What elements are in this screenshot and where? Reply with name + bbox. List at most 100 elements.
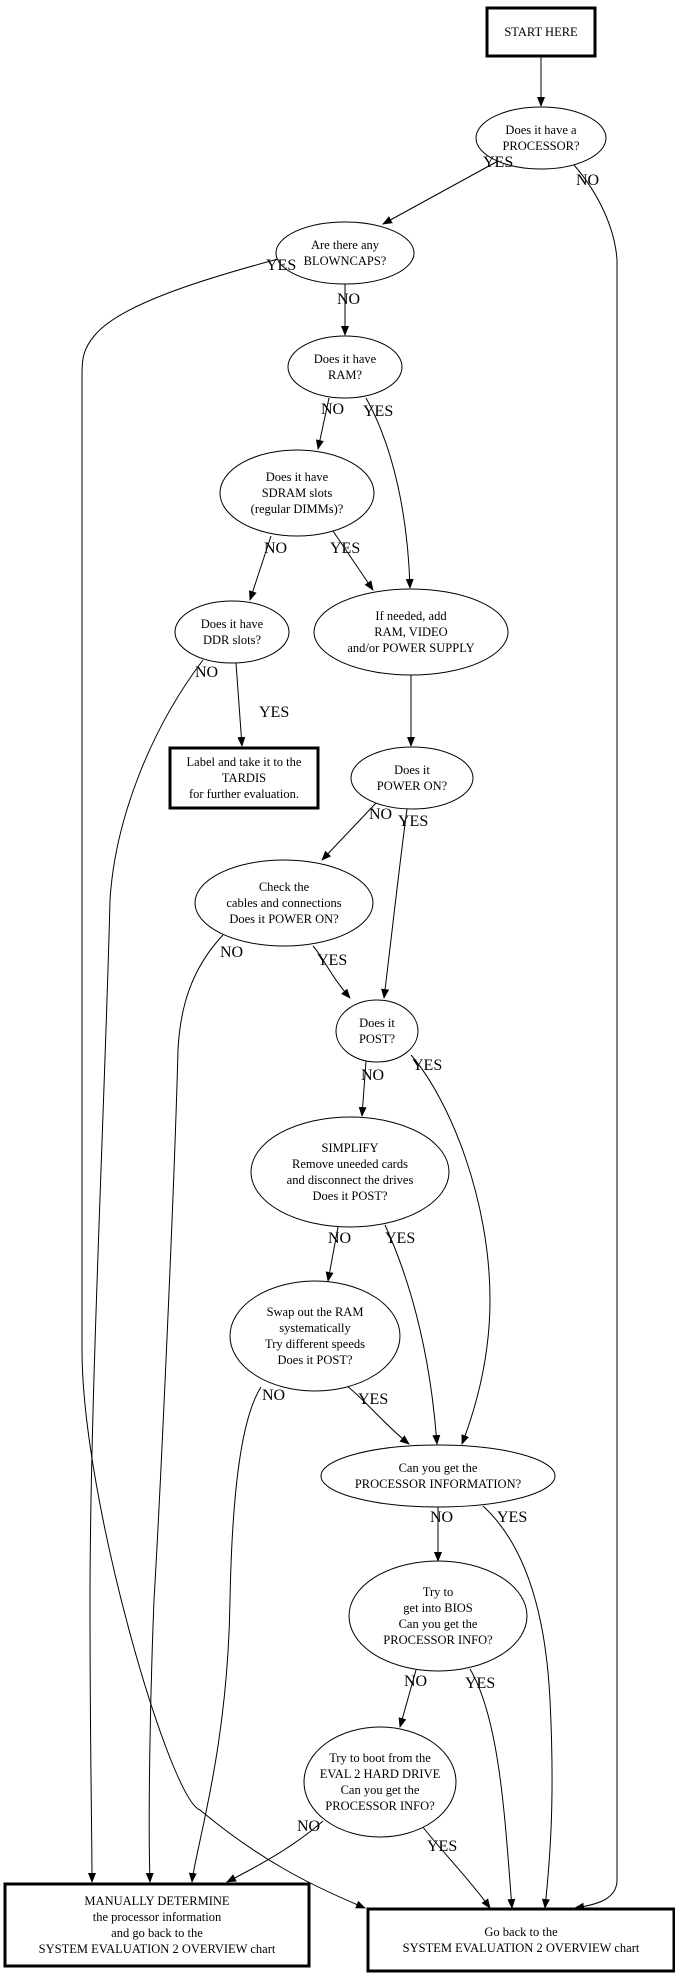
edge-check_cables-to-manual (145, 934, 224, 1883)
edge-power_on-to-check_cables (321, 801, 378, 861)
edge-label-yes: YES (317, 952, 347, 969)
edge-has_processor-to-go_back (573, 164, 618, 1911)
node-text-line: get into BIOS (403, 1601, 472, 1615)
edge-has_ram-to-add_parts (365, 397, 414, 589)
decision-ellipse (194, 859, 374, 947)
edge-has_ram-to-sdram_slots (315, 397, 330, 450)
edge-label-yes: YES (358, 1391, 388, 1408)
edge-label-no: NO (337, 291, 360, 308)
node-text-line: PROCESSOR INFO? (325, 1799, 435, 1813)
node-bios: Try to get into BIOS Can you get thePROCES… (348, 1560, 528, 1672)
node-text-line: MANUALLY DETERMINE (84, 1894, 230, 1908)
edge-sdram_slots-to-ddr_slots (249, 535, 272, 601)
node-text-line: Does it have a (505, 123, 577, 137)
edge-label-no: NO (220, 944, 243, 961)
node-text-line: Does it POST? (278, 1353, 353, 1367)
edge-label-no: NO (328, 1230, 351, 1247)
node-text-line: and disconnect the drives (287, 1173, 414, 1187)
node-text-line: and/or POWER SUPPLY (347, 641, 474, 655)
decision-ellipse (219, 449, 375, 537)
node-text-line: Try to (423, 1585, 453, 1599)
edge-swap_ram-to-manual (188, 1386, 262, 1883)
node-text-line: BLOWNCAPS? (304, 254, 387, 268)
node-text-line: Swap out the RAM (267, 1305, 364, 1319)
node-text-line: (regular DIMMs)? (251, 502, 344, 516)
node-text-line: Can you get the (399, 1461, 478, 1475)
node-text-line: TARDIS (222, 771, 266, 785)
decision-ellipse (275, 221, 415, 285)
edge-label-no: NO (264, 540, 287, 557)
node-text-line: Go back to the (484, 1925, 558, 1939)
node-text-line: Are there any (311, 238, 380, 252)
decision-ellipse (287, 335, 403, 399)
node-text-line: Can you get the (399, 1617, 478, 1631)
decision-ellipse (174, 600, 290, 664)
node-text-line: DDR slots? (203, 633, 261, 647)
node-text-line: Does it (394, 763, 430, 777)
edge-check_cables-to-post (312, 945, 351, 999)
node-text-line: Does it (359, 1016, 395, 1030)
edge-ddr_slots-to-manual (87, 659, 204, 1883)
edge-label-no: NO (195, 664, 218, 681)
node-text-line: START HERE (504, 25, 578, 39)
edge-label-no: NO (321, 401, 344, 418)
decision-ellipse (335, 999, 419, 1063)
edge-proc_info-to-go_back (482, 1505, 553, 1909)
decision-ellipse (475, 106, 607, 170)
node-text-line: and go back to the (111, 1926, 203, 1940)
node-text-line: RAM? (328, 368, 362, 382)
edge-post-to-simplify (358, 1060, 367, 1117)
edge-label-yes: YES (412, 1057, 442, 1074)
node-text-line: Does it have (314, 352, 377, 366)
terminal-box (168, 746, 320, 810)
decision-ellipse (303, 1726, 457, 1838)
edge-ddr_slots-to-tardis (235, 662, 246, 747)
node-text-line: Try to boot from the (329, 1751, 431, 1765)
edge-label-no: NO (369, 806, 392, 823)
edge-label-no: NO (576, 172, 599, 189)
node-text-line: If needed, add (375, 609, 447, 623)
node-text-line: PROCESSOR INFORMATION? (355, 1477, 522, 1491)
terminal-box (485, 6, 597, 58)
decision-ellipse (350, 746, 474, 810)
edge-swap_ram-to-proc_info (346, 1385, 410, 1445)
edge-bios-to-go_back (469, 1668, 516, 1909)
edge-label-yes: YES (385, 1230, 415, 1247)
node-text-line: Try different speeds (265, 1337, 365, 1351)
node-text-line: Check the (259, 880, 310, 894)
node-text-line: Label and take it to the (187, 755, 302, 769)
node-text-line: cables and connections (226, 896, 341, 910)
edge-post-to-proc_info (410, 1054, 491, 1445)
node-text-line: Does it have (201, 617, 264, 631)
decision-ellipse (348, 1560, 528, 1672)
edge-label-no: NO (430, 1509, 453, 1526)
edge-label-no: NO (404, 1673, 427, 1690)
node-text-line: PROCESSOR INFO? (383, 1633, 493, 1647)
node-text-line: Remove uneeded cards (292, 1157, 408, 1171)
terminal-box (3, 1882, 311, 1968)
edge-simplify-to-proc_info (384, 1224, 441, 1445)
node-text-line: SYSTEM EVALUATION 2 OVERVIEW chart (403, 1941, 640, 1955)
edge-simplify-to-swap_ram (325, 1226, 339, 1282)
edge-bios-to-boot_eval (398, 1669, 417, 1728)
edge-label-no: NO (262, 1387, 285, 1404)
decision-ellipse (313, 588, 509, 676)
decision-ellipse (250, 1116, 450, 1228)
edge-blowncaps-to-go_back (81, 258, 366, 1909)
node-text-line: POWER ON? (377, 779, 448, 793)
node-text-line: Does it have (266, 470, 329, 484)
edge-label-no: NO (361, 1067, 384, 1084)
edge-label-yes: YES (483, 154, 513, 171)
